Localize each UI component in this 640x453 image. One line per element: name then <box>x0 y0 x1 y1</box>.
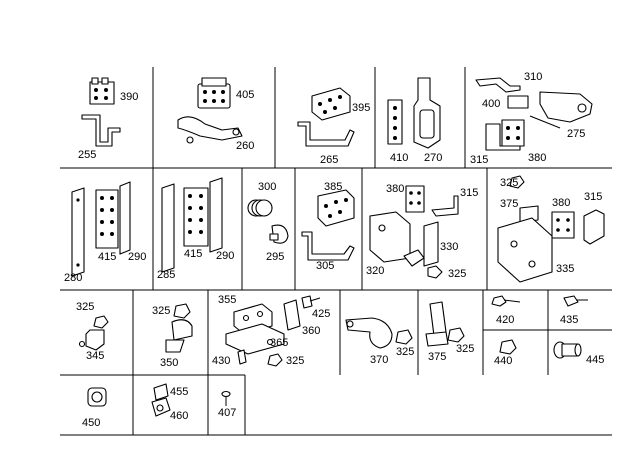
label-310: 310 <box>524 71 543 83</box>
label-315-b: 315 <box>460 187 479 199</box>
label-455: 455 <box>170 386 189 398</box>
part-300-spring <box>247 199 273 217</box>
label-290-b: 290 <box>216 250 235 262</box>
label-295: 295 <box>266 251 285 263</box>
part-290a-plate <box>119 181 131 255</box>
label-380-b: 380 <box>386 183 405 195</box>
label-390: 390 <box>120 91 139 103</box>
part-450-nut <box>87 387 107 407</box>
label-460: 460 <box>170 410 189 422</box>
label-430: 430 <box>212 355 231 367</box>
label-325-g: 325 <box>456 343 475 355</box>
label-450: 450 <box>82 417 101 429</box>
part-345-clip <box>78 315 109 351</box>
label-380-c: 380 <box>552 197 571 209</box>
label-375-a: 375 <box>500 198 519 210</box>
label-280: 280 <box>64 272 83 284</box>
label-300: 300 <box>258 181 277 193</box>
label-415-b: 415 <box>184 248 203 260</box>
label-365: 365 <box>270 337 289 349</box>
part-305-bracket <box>301 231 355 261</box>
label-325-b: 325 <box>500 177 519 189</box>
label-325-d: 325 <box>152 305 171 317</box>
label-260: 260 <box>236 140 255 152</box>
label-410: 410 <box>390 152 409 164</box>
label-305: 305 <box>316 260 335 272</box>
label-325-e: 325 <box>286 355 305 367</box>
part-407-pin <box>221 390 231 406</box>
label-325-a: 325 <box>448 268 467 280</box>
part-405-block <box>197 77 231 109</box>
label-400: 400 <box>482 98 501 110</box>
label-395: 395 <box>352 102 371 114</box>
label-415-a: 415 <box>98 251 117 263</box>
part-390-block <box>89 77 115 105</box>
label-420: 420 <box>496 314 515 326</box>
label-440: 440 <box>494 355 513 367</box>
label-315-c: 315 <box>584 191 603 203</box>
label-325-f: 325 <box>396 346 415 358</box>
part-355-group <box>225 295 321 367</box>
label-275: 275 <box>567 128 586 140</box>
label-290-a: 290 <box>128 251 147 263</box>
part-410-block <box>387 99 403 145</box>
label-355: 355 <box>218 294 237 306</box>
label-370: 370 <box>370 354 389 366</box>
label-315-a: 315 <box>470 154 489 166</box>
part-435-bolt <box>563 295 588 307</box>
part-415b-block <box>183 187 209 247</box>
part-280-plate <box>71 187 85 277</box>
part-350-clip <box>165 303 193 353</box>
label-385: 385 <box>324 181 343 193</box>
label-285: 285 <box>157 269 176 281</box>
label-407: 407 <box>218 407 237 419</box>
label-375-b: 375 <box>428 351 447 363</box>
label-325-c: 325 <box>76 301 95 313</box>
label-270: 270 <box>424 152 443 164</box>
label-255: 255 <box>78 149 97 161</box>
part-445-stud <box>553 341 582 359</box>
part-455-clip <box>151 383 171 417</box>
label-445: 445 <box>586 354 605 366</box>
part-420-bolt <box>491 295 521 307</box>
label-330: 330 <box>440 241 459 253</box>
part-440-nut <box>499 339 517 355</box>
part-385-block <box>317 189 355 227</box>
part-285-plate <box>161 183 175 273</box>
part-275-group <box>475 77 593 151</box>
part-395-block <box>311 87 351 121</box>
part-265-bracket <box>297 121 355 147</box>
label-425: 425 <box>312 308 331 320</box>
part-320-group <box>369 185 459 279</box>
label-265: 265 <box>320 154 339 166</box>
label-405: 405 <box>236 89 255 101</box>
part-335-group <box>497 175 605 283</box>
label-350: 350 <box>160 357 179 369</box>
part-290b-plate <box>209 177 223 253</box>
label-345: 345 <box>86 350 105 362</box>
label-320: 320 <box>366 265 385 277</box>
label-360: 360 <box>302 325 321 337</box>
part-260-bracket <box>177 116 243 141</box>
label-380-a: 380 <box>528 152 547 164</box>
label-335: 335 <box>556 263 575 275</box>
part-415a-block <box>95 189 119 249</box>
part-370-clamp <box>345 317 413 349</box>
part-255-bracket <box>81 114 121 147</box>
label-435: 435 <box>560 314 579 326</box>
part-375-holder <box>425 301 465 347</box>
